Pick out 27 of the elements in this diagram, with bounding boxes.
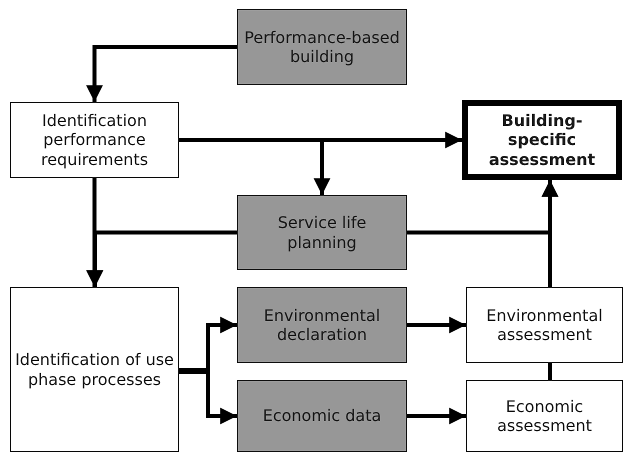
box-label: Identification performance requirements: [40, 111, 150, 169]
box-label: Service life planning: [276, 213, 368, 252]
arrow: [179, 138, 330, 195]
connector-line: [548, 363, 552, 380]
shaded-box: [237, 9, 407, 85]
box-label: Economic data: [262, 406, 382, 426]
box-label: Identification of use phase processes: [15, 350, 174, 389]
box-label: Economic assessment: [496, 396, 593, 436]
process-box: [10, 287, 179, 452]
shaded-box: [237, 380, 407, 452]
box-label: Performance-based building: [243, 28, 401, 66]
arrow: [86, 230, 237, 287]
shaded-box: [237, 287, 407, 363]
box-label: Environmental assessment: [485, 306, 604, 344]
process-box: [466, 380, 623, 452]
box-label: Building-specific assessment: [488, 111, 596, 169]
box-label: Environmental declaration: [262, 306, 382, 344]
arrow: [86, 45, 237, 102]
arrow: [179, 316, 237, 374]
arrow: [407, 408, 466, 424]
arrow: [542, 180, 558, 287]
process-box: [10, 102, 179, 178]
process-box: [466, 287, 623, 363]
shaded-box: [237, 195, 407, 270]
arrow: [179, 368, 237, 424]
arrow: [407, 316, 466, 334]
result-box: [462, 100, 622, 180]
